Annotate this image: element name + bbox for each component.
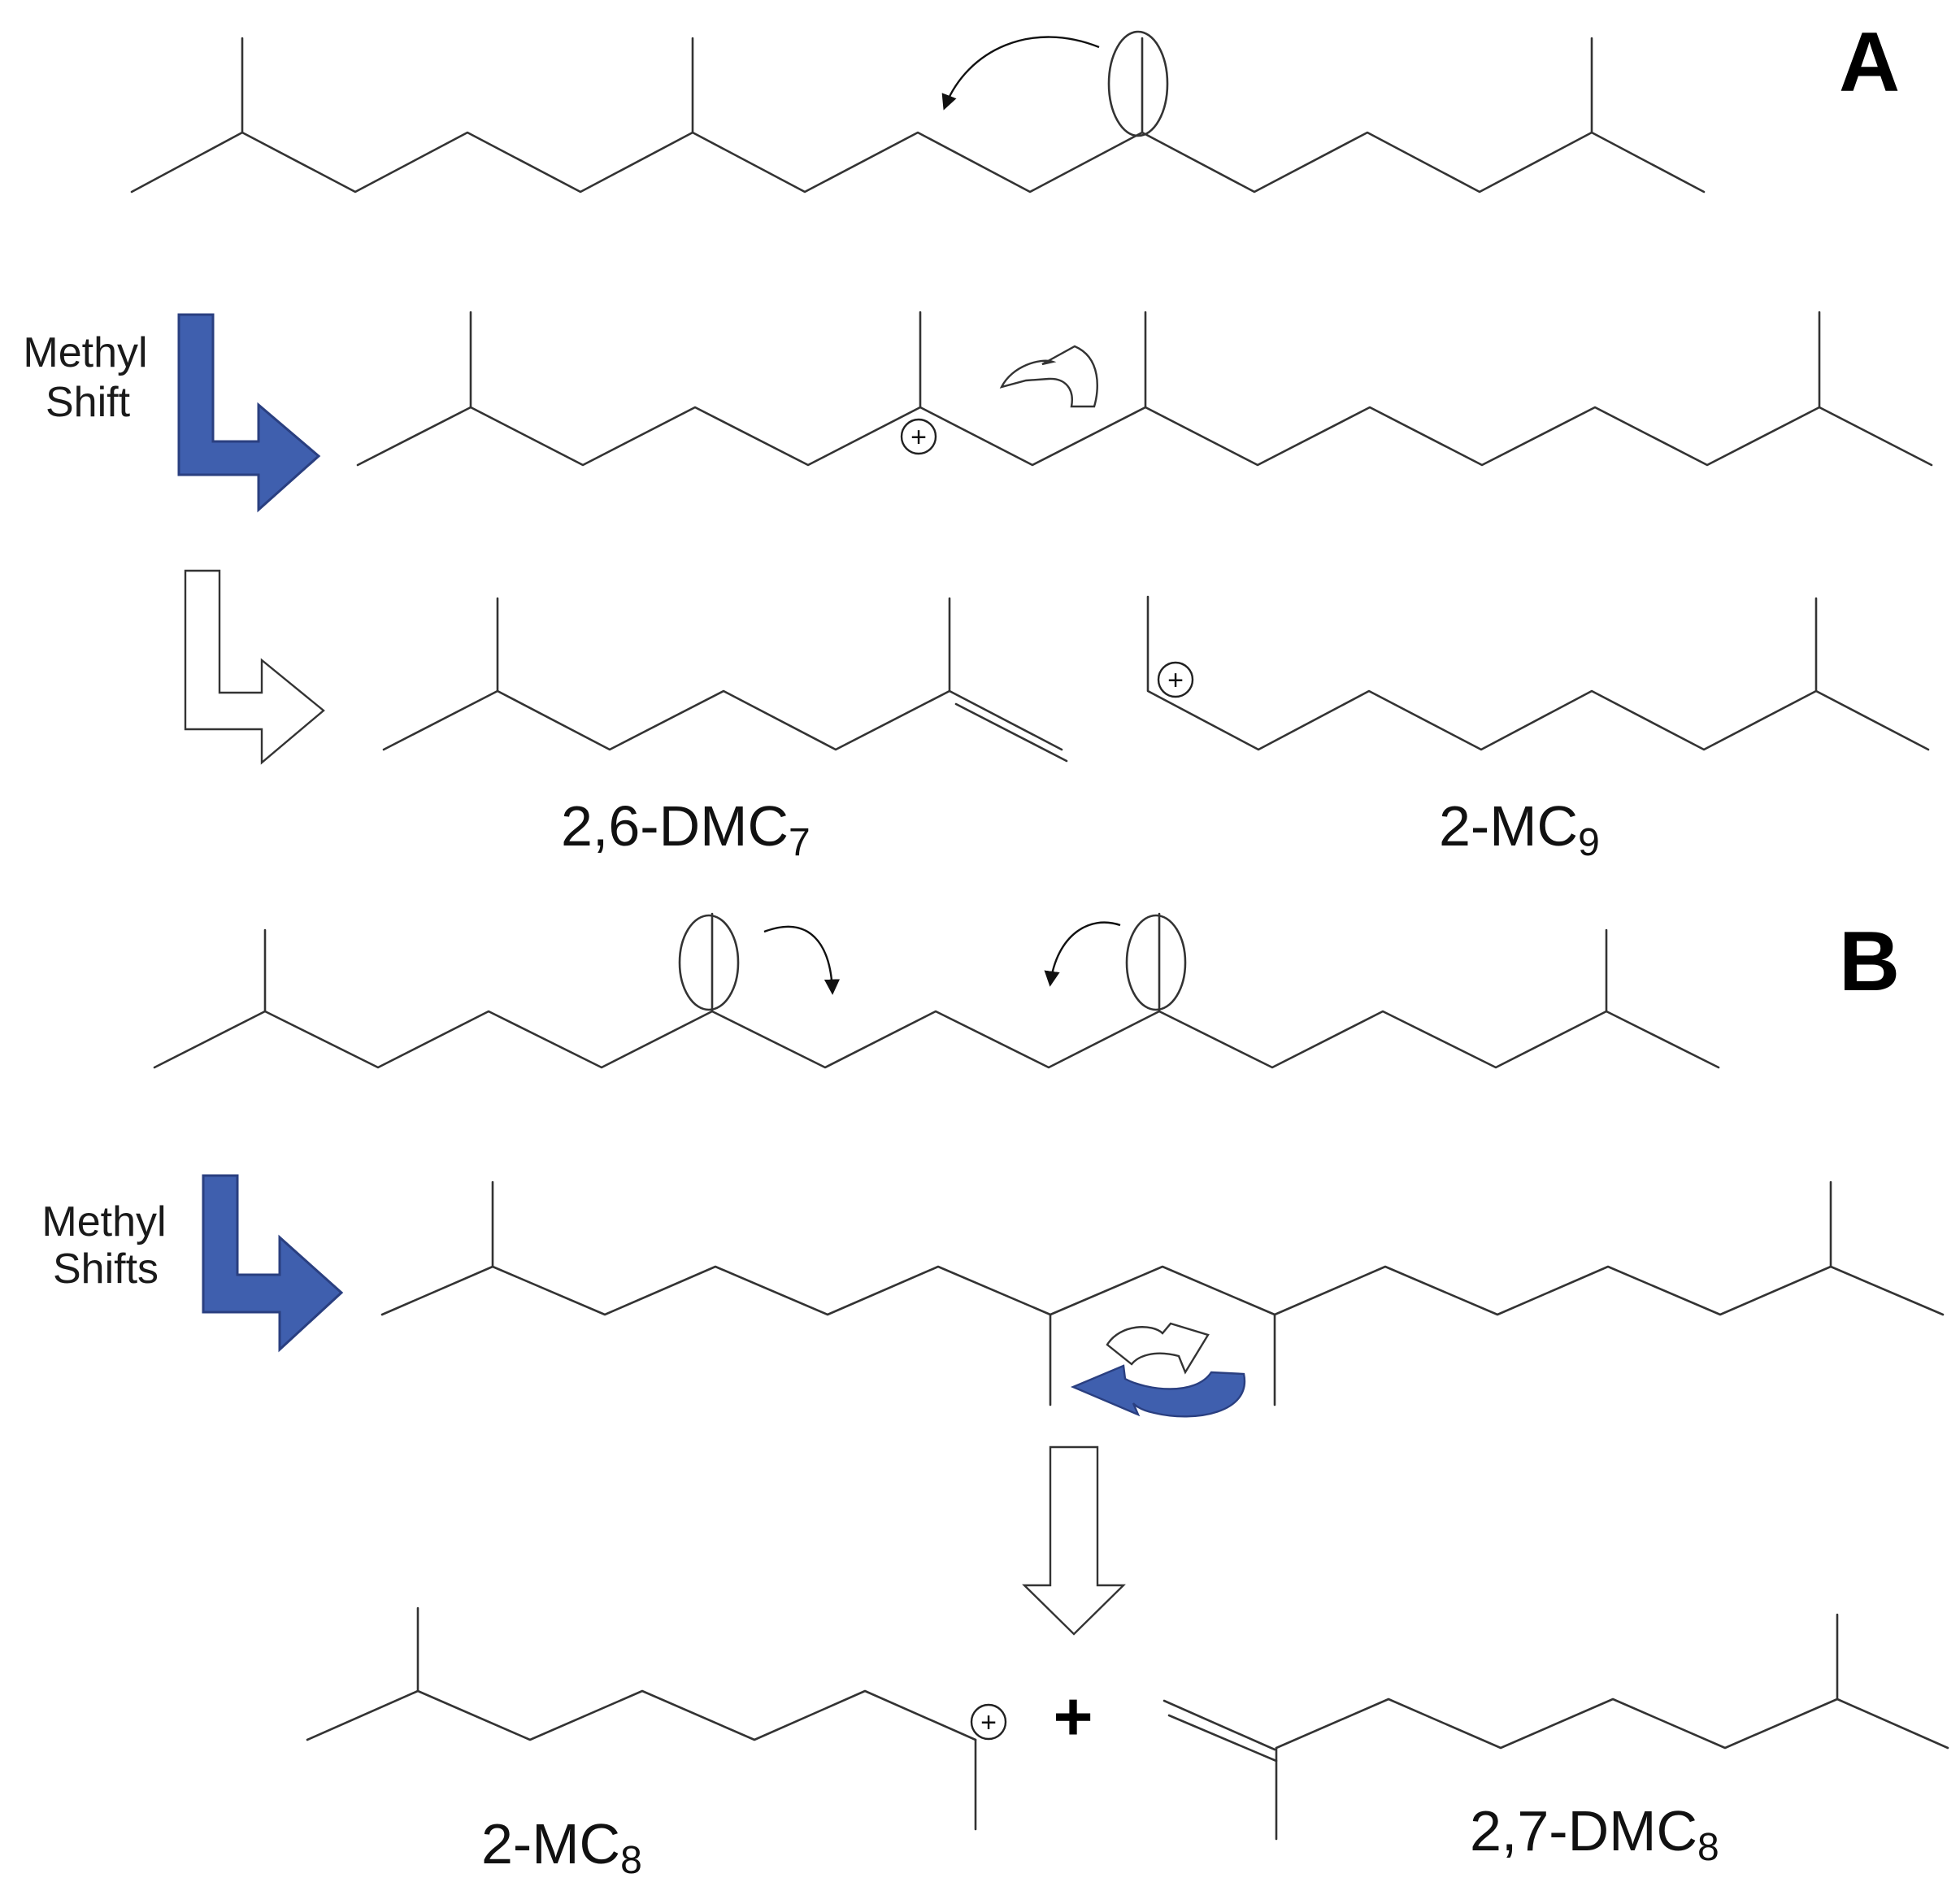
fragmentation-arrow-a [184,569,325,765]
methyl-shift-arrow-a [177,313,321,513]
hollow-curl-arrow-b [1106,1322,1210,1375]
product-molecule-a1 [382,597,1068,763]
highlighted-methyl-ellipse-b2 [1125,914,1187,1011]
highlighted-methyl-ellipse [1107,30,1169,137]
product-molecule-a2 [1146,595,1930,751]
carbocation-charge-b1: + [970,1703,1007,1741]
highlighted-methyl-ellipse-b1 [678,914,740,1011]
carbocation-charge-a: + [900,418,937,455]
svg-text:+: + [1167,665,1184,696]
svg-text:+: + [910,422,927,453]
methyl-shift-label-a: Methyl [23,329,147,376]
methyl-shift-label-a-2: Shift [46,379,131,426]
methyl-shifts-label-b: Methyl [41,1198,166,1245]
panel-a-cation-intermediate [356,311,1933,467]
product-label-2-mc8: 2-MC8 [481,1812,642,1882]
plus-sign: + [1053,1678,1093,1754]
panel-b-parent-molecule [153,912,1720,1069]
panel-b-dimethyl-intermediate [380,1180,1945,1406]
svg-text:+: + [980,1707,997,1738]
shift-curved-arrow [941,36,1100,111]
hollow-curl-arrow-a [999,345,1098,408]
methyl-shifts-label-b-2: Shifts [53,1245,159,1293]
methyl-shifts-arrow-b [202,1174,344,1353]
fragmentation-arrow-b [1022,1445,1126,1636]
blue-curl-arrow-b [1070,1364,1246,1418]
product-label-2-6-dmc7: 2,6-DMC7 [561,794,811,864]
shift-curved-arrow-b1 [763,925,841,995]
shift-curved-arrow-b2 [1044,921,1121,987]
product-label-2-mc9: 2-MC9 [1439,794,1600,864]
product-molecule-b2 [1163,1613,1949,1841]
panel-letter-a: A [1839,15,1900,110]
product-molecule-b1 [306,1606,977,1831]
panel-a-parent-molecule [130,37,1706,193]
product-label-2-7-dmc8: 2,7-DMC8 [1470,1799,1719,1869]
carbocation-charge-a2: + [1157,661,1194,698]
panel-letter-b: B [1839,915,1900,1009]
